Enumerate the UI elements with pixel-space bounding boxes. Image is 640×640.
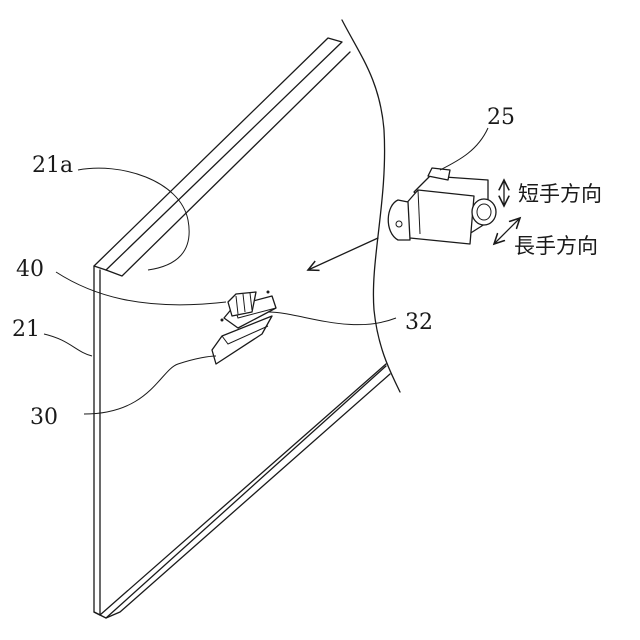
label-short-direction: 短手方向: [518, 182, 602, 206]
label-30: 30: [30, 405, 58, 430]
label-32: 32: [405, 310, 433, 335]
clip-assembly: [212, 291, 276, 365]
label-21a: 21a: [32, 153, 73, 178]
label-long-direction: 長手方向: [514, 234, 598, 258]
insertion-arrow: [308, 238, 378, 270]
leader-lines: [44, 128, 488, 414]
label-25: 25: [487, 105, 515, 130]
label-40: 40: [16, 257, 44, 282]
label-21: 21: [12, 317, 40, 342]
component-25: [388, 168, 496, 244]
